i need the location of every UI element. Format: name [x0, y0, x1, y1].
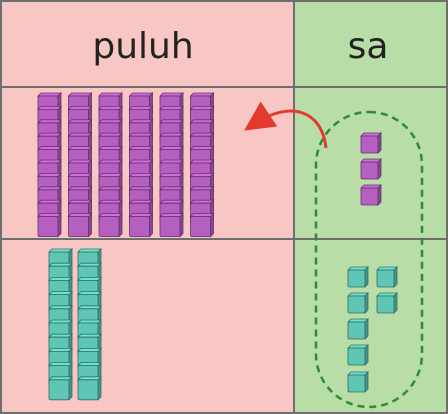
purple-ten-rod-5-unit-10: [159, 212, 184, 238]
teal-unit-cube-5: [347, 318, 369, 340]
purple-ten-rod-1-unit-10: [37, 212, 62, 238]
row2-ones-cubes: [347, 266, 398, 393]
purple-unit-cube-2: [360, 158, 382, 180]
purple-ten-rod-2: [67, 92, 93, 238]
teal-unit-cube-2: [376, 266, 398, 288]
teal-unit-cube-6: [347, 344, 369, 366]
row1-ones-cubes: [360, 132, 382, 206]
ones-group-outline: [314, 110, 424, 409]
purple-unit-cube-3: [360, 184, 382, 206]
teal-unit-cube-1: [347, 266, 369, 288]
row2-tens-rods: [48, 248, 102, 401]
tens-column-header: puluh: [92, 26, 193, 67]
purple-ten-rod-3-unit-10: [98, 212, 123, 238]
teal-unit-cube-4: [376, 292, 398, 314]
purple-ten-rod-4: [128, 92, 154, 238]
ones-column-header: sa: [348, 26, 389, 67]
purple-ten-rod-2-unit-10: [67, 212, 93, 238]
regroup-arrow: [244, 101, 328, 149]
teal-unit-cube-7: [347, 371, 369, 393]
purple-ten-rod-6: [189, 92, 215, 238]
purple-ten-rod-4-unit-10: [128, 212, 154, 238]
purple-unit-cube-1: [360, 132, 382, 154]
purple-ten-rod-1: [37, 92, 62, 238]
purple-ten-rod-6-unit-10: [189, 212, 215, 238]
teal-ten-rod-1-unit-10: [48, 375, 73, 401]
purple-ten-rod-5: [159, 92, 184, 238]
teal-unit-cube-3: [347, 292, 369, 314]
row1-tens-rods: [37, 92, 215, 238]
teal-ten-rod-1: [48, 248, 73, 401]
teal-ten-rod-2-unit-10: [77, 375, 102, 401]
purple-ten-rod-3: [98, 92, 123, 238]
teal-ten-rod-2: [77, 248, 102, 401]
